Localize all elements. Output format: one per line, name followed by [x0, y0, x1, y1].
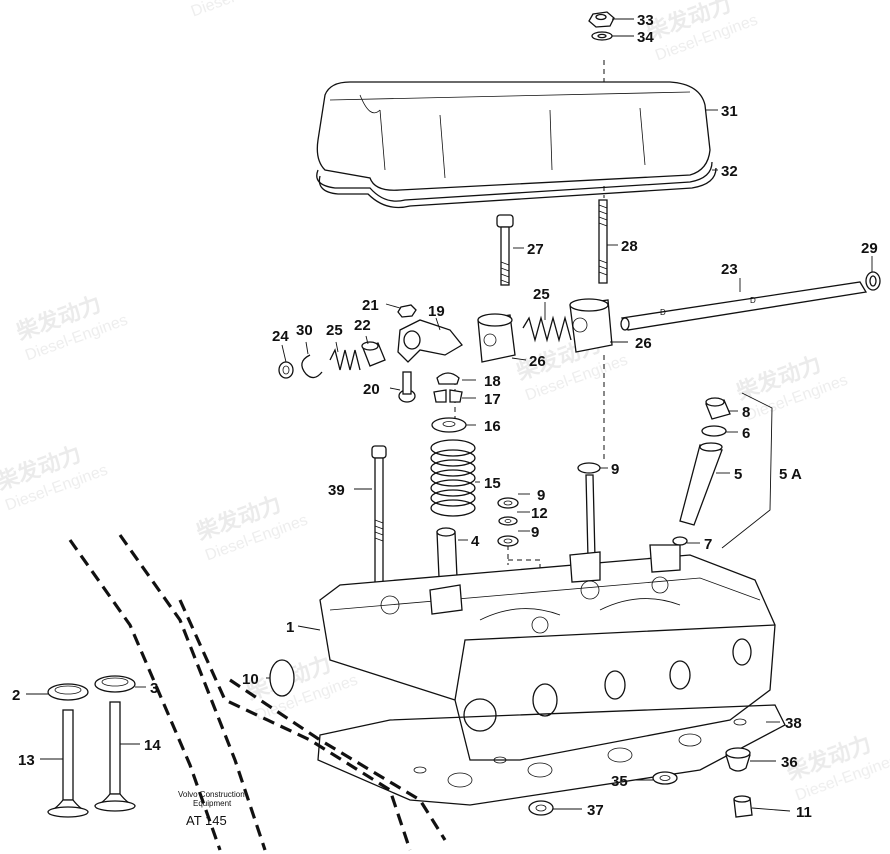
- label-31: 31: [721, 103, 738, 120]
- label-26-left: 26: [529, 353, 546, 370]
- label-19: 19: [428, 303, 445, 320]
- valve-spring: [430, 439, 476, 517]
- rocker-bushing: [361, 341, 386, 367]
- label-16: 16: [484, 418, 501, 435]
- svg-text:Diesel-Engines: Diesel-Engines: [189, 0, 296, 20]
- expansion-plug: [269, 659, 295, 697]
- label-20: 20: [363, 381, 380, 398]
- label-13: 13: [18, 752, 35, 769]
- caption-division: Equipment: [193, 799, 232, 808]
- label-5: 5: [734, 466, 742, 483]
- part-number-labels: 33 34 31 32 27 28 23 29 25 26 26 21 19 2…: [12, 12, 878, 821]
- valve-cap: [436, 372, 460, 385]
- spacer-spring-right: [522, 315, 572, 343]
- label-27: 27: [527, 241, 544, 258]
- label-39: 39: [328, 482, 345, 499]
- label-25-left: 25: [326, 322, 343, 339]
- label-23: 23: [721, 261, 738, 278]
- seal-ring-35: [652, 771, 678, 785]
- circlip-29: [865, 271, 881, 291]
- circlip-30: [301, 354, 323, 379]
- drawing-caption: Volvo Construction Equipment AT 145: [178, 790, 245, 828]
- washer-9-right: [577, 462, 601, 474]
- label-9-upper: 9: [537, 487, 545, 504]
- label-18: 18: [484, 373, 501, 390]
- adjusting-screw: [398, 371, 416, 403]
- label-1: 1: [286, 619, 294, 636]
- washer-9-lower: [497, 535, 519, 547]
- drawing-code: AT 145: [186, 813, 227, 828]
- label-32: 32: [721, 163, 738, 180]
- rocker-arm: [397, 319, 463, 363]
- bracket-5a: [721, 392, 773, 549]
- label-3: 3: [150, 680, 158, 697]
- valve-cover-gasket: [316, 161, 717, 209]
- exhaust-valve: [94, 701, 136, 812]
- label-34: 34: [637, 29, 654, 46]
- washer-12: [498, 516, 518, 526]
- washer-9-upper: [497, 497, 519, 509]
- label-26-right: 26: [635, 335, 652, 352]
- label-37: 37: [587, 802, 604, 819]
- cylinder-head: [319, 544, 776, 761]
- spacer-spring-left: [329, 348, 361, 371]
- svg-text:D: D: [660, 308, 666, 317]
- label-15: 15: [484, 475, 501, 492]
- label-25-right: 25: [533, 286, 550, 303]
- washer-24: [278, 361, 294, 379]
- valve-cover-washer: [591, 31, 613, 41]
- svg-text:D: D: [750, 296, 756, 305]
- rocker-bracket-left: [477, 313, 516, 363]
- label-2: 2: [12, 687, 20, 704]
- label-12: 12: [531, 505, 548, 522]
- cup-plug-36: [725, 747, 751, 772]
- cylinder-head-gasket: [317, 704, 786, 806]
- rocker-bracket-right: [569, 298, 613, 353]
- label-36: 36: [781, 754, 798, 771]
- cylinder-head-bolt: [371, 445, 387, 601]
- label-21: 21: [362, 297, 379, 314]
- intake-valve: [47, 709, 89, 818]
- label-6: 6: [742, 425, 750, 442]
- label-38: 38: [785, 715, 802, 732]
- valve-seat-2: [47, 683, 89, 701]
- label-17: 17: [484, 391, 501, 408]
- label-7: 7: [704, 536, 712, 553]
- injector-sleeve: [679, 442, 723, 526]
- valve-collets: [433, 389, 463, 403]
- label-4: 4: [471, 533, 480, 550]
- spring-retainer: [431, 417, 467, 433]
- label-11: 11: [796, 804, 812, 821]
- adjusting-nut: [397, 304, 417, 318]
- label-9-right: 9: [611, 461, 619, 478]
- rocker-shaft: D D: [620, 281, 868, 331]
- label-14: 14: [144, 737, 161, 754]
- leader-lines: [26, 18, 873, 812]
- injector-washer: [672, 536, 688, 546]
- label-33: 33: [637, 12, 654, 29]
- label-24: 24: [272, 328, 289, 345]
- label-10: 10: [242, 671, 259, 688]
- label-8: 8: [742, 404, 750, 421]
- injector-o-ring: [701, 425, 727, 437]
- label-28: 28: [621, 238, 638, 255]
- valve-cover-nut: [588, 11, 615, 28]
- valve-cover: [316, 81, 711, 191]
- label-29: 29: [861, 240, 878, 257]
- seal-ring-37: [528, 800, 554, 816]
- bolt-27: [496, 214, 514, 286]
- label-22: 22: [354, 317, 371, 334]
- label-30: 30: [296, 322, 313, 339]
- caption-company: Volvo Construction: [178, 790, 245, 799]
- plug-11: [733, 795, 753, 818]
- label-5a: 5 A: [779, 466, 802, 483]
- stud-28: [598, 199, 608, 284]
- injector-sleeve-seal: [705, 397, 731, 420]
- label-35: 35: [611, 773, 628, 790]
- label-9-lower: 9: [531, 524, 539, 541]
- valve-seat-3: [94, 675, 136, 693]
